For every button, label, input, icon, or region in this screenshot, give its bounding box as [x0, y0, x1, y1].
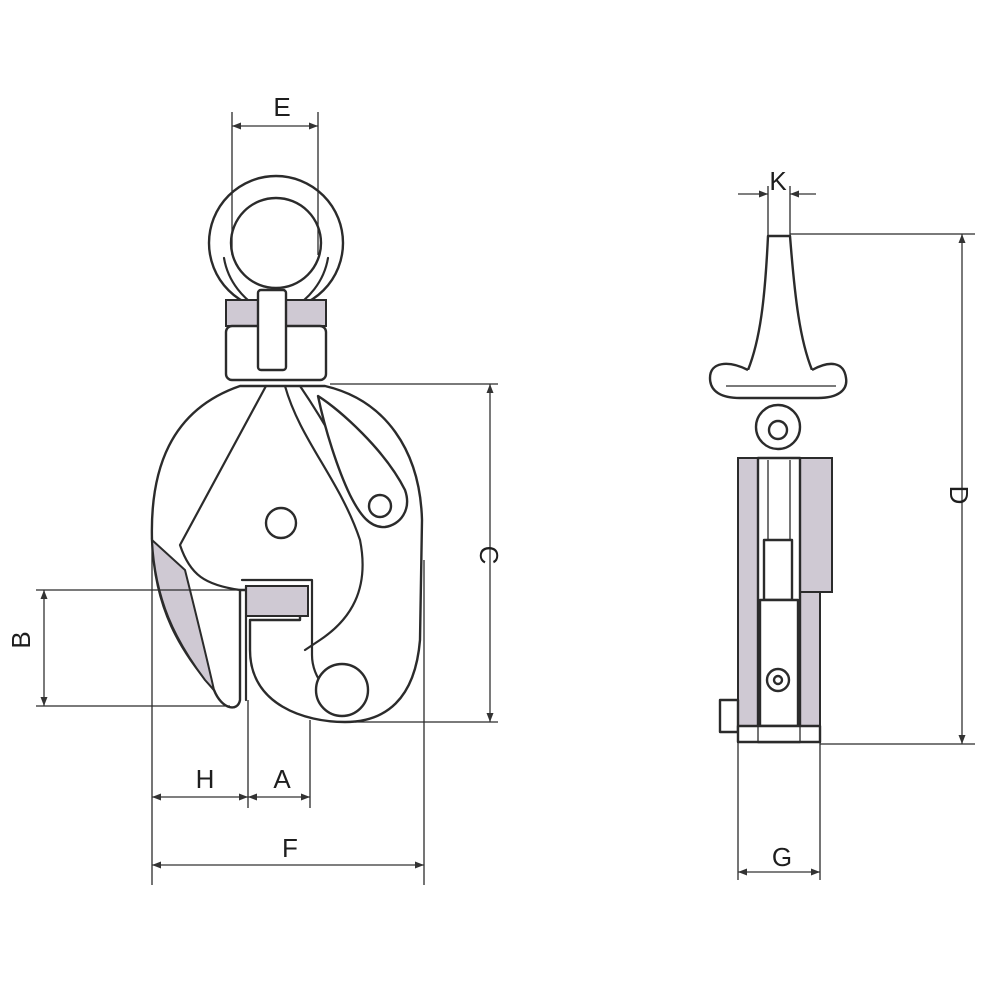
label-h: H: [196, 764, 215, 794]
front-view: E C B H A F: [6, 92, 504, 885]
label-c: C: [474, 546, 504, 565]
clamp-body: [150, 384, 424, 724]
dimension-c: C: [330, 383, 504, 723]
label-f: F: [282, 833, 298, 863]
dimension-g: G: [737, 742, 821, 880]
dimension-e: E: [231, 92, 319, 255]
dimension-k: K: [738, 166, 816, 236]
label-g: G: [772, 842, 792, 872]
label-d: D: [944, 486, 974, 505]
side-eye: [708, 234, 848, 451]
side-plates: [718, 456, 833, 744]
label-a: A: [273, 764, 291, 794]
label-k: K: [769, 166, 787, 196]
label-b: B: [6, 631, 36, 648]
dimension-h-a: H A: [151, 540, 311, 885]
lifting-eye: [207, 174, 345, 382]
dimension-b: B: [6, 589, 244, 707]
label-e: E: [273, 92, 290, 122]
dimension-f: F: [152, 560, 425, 885]
side-view: K D G: [708, 166, 975, 880]
dimension-d: D: [790, 233, 975, 745]
